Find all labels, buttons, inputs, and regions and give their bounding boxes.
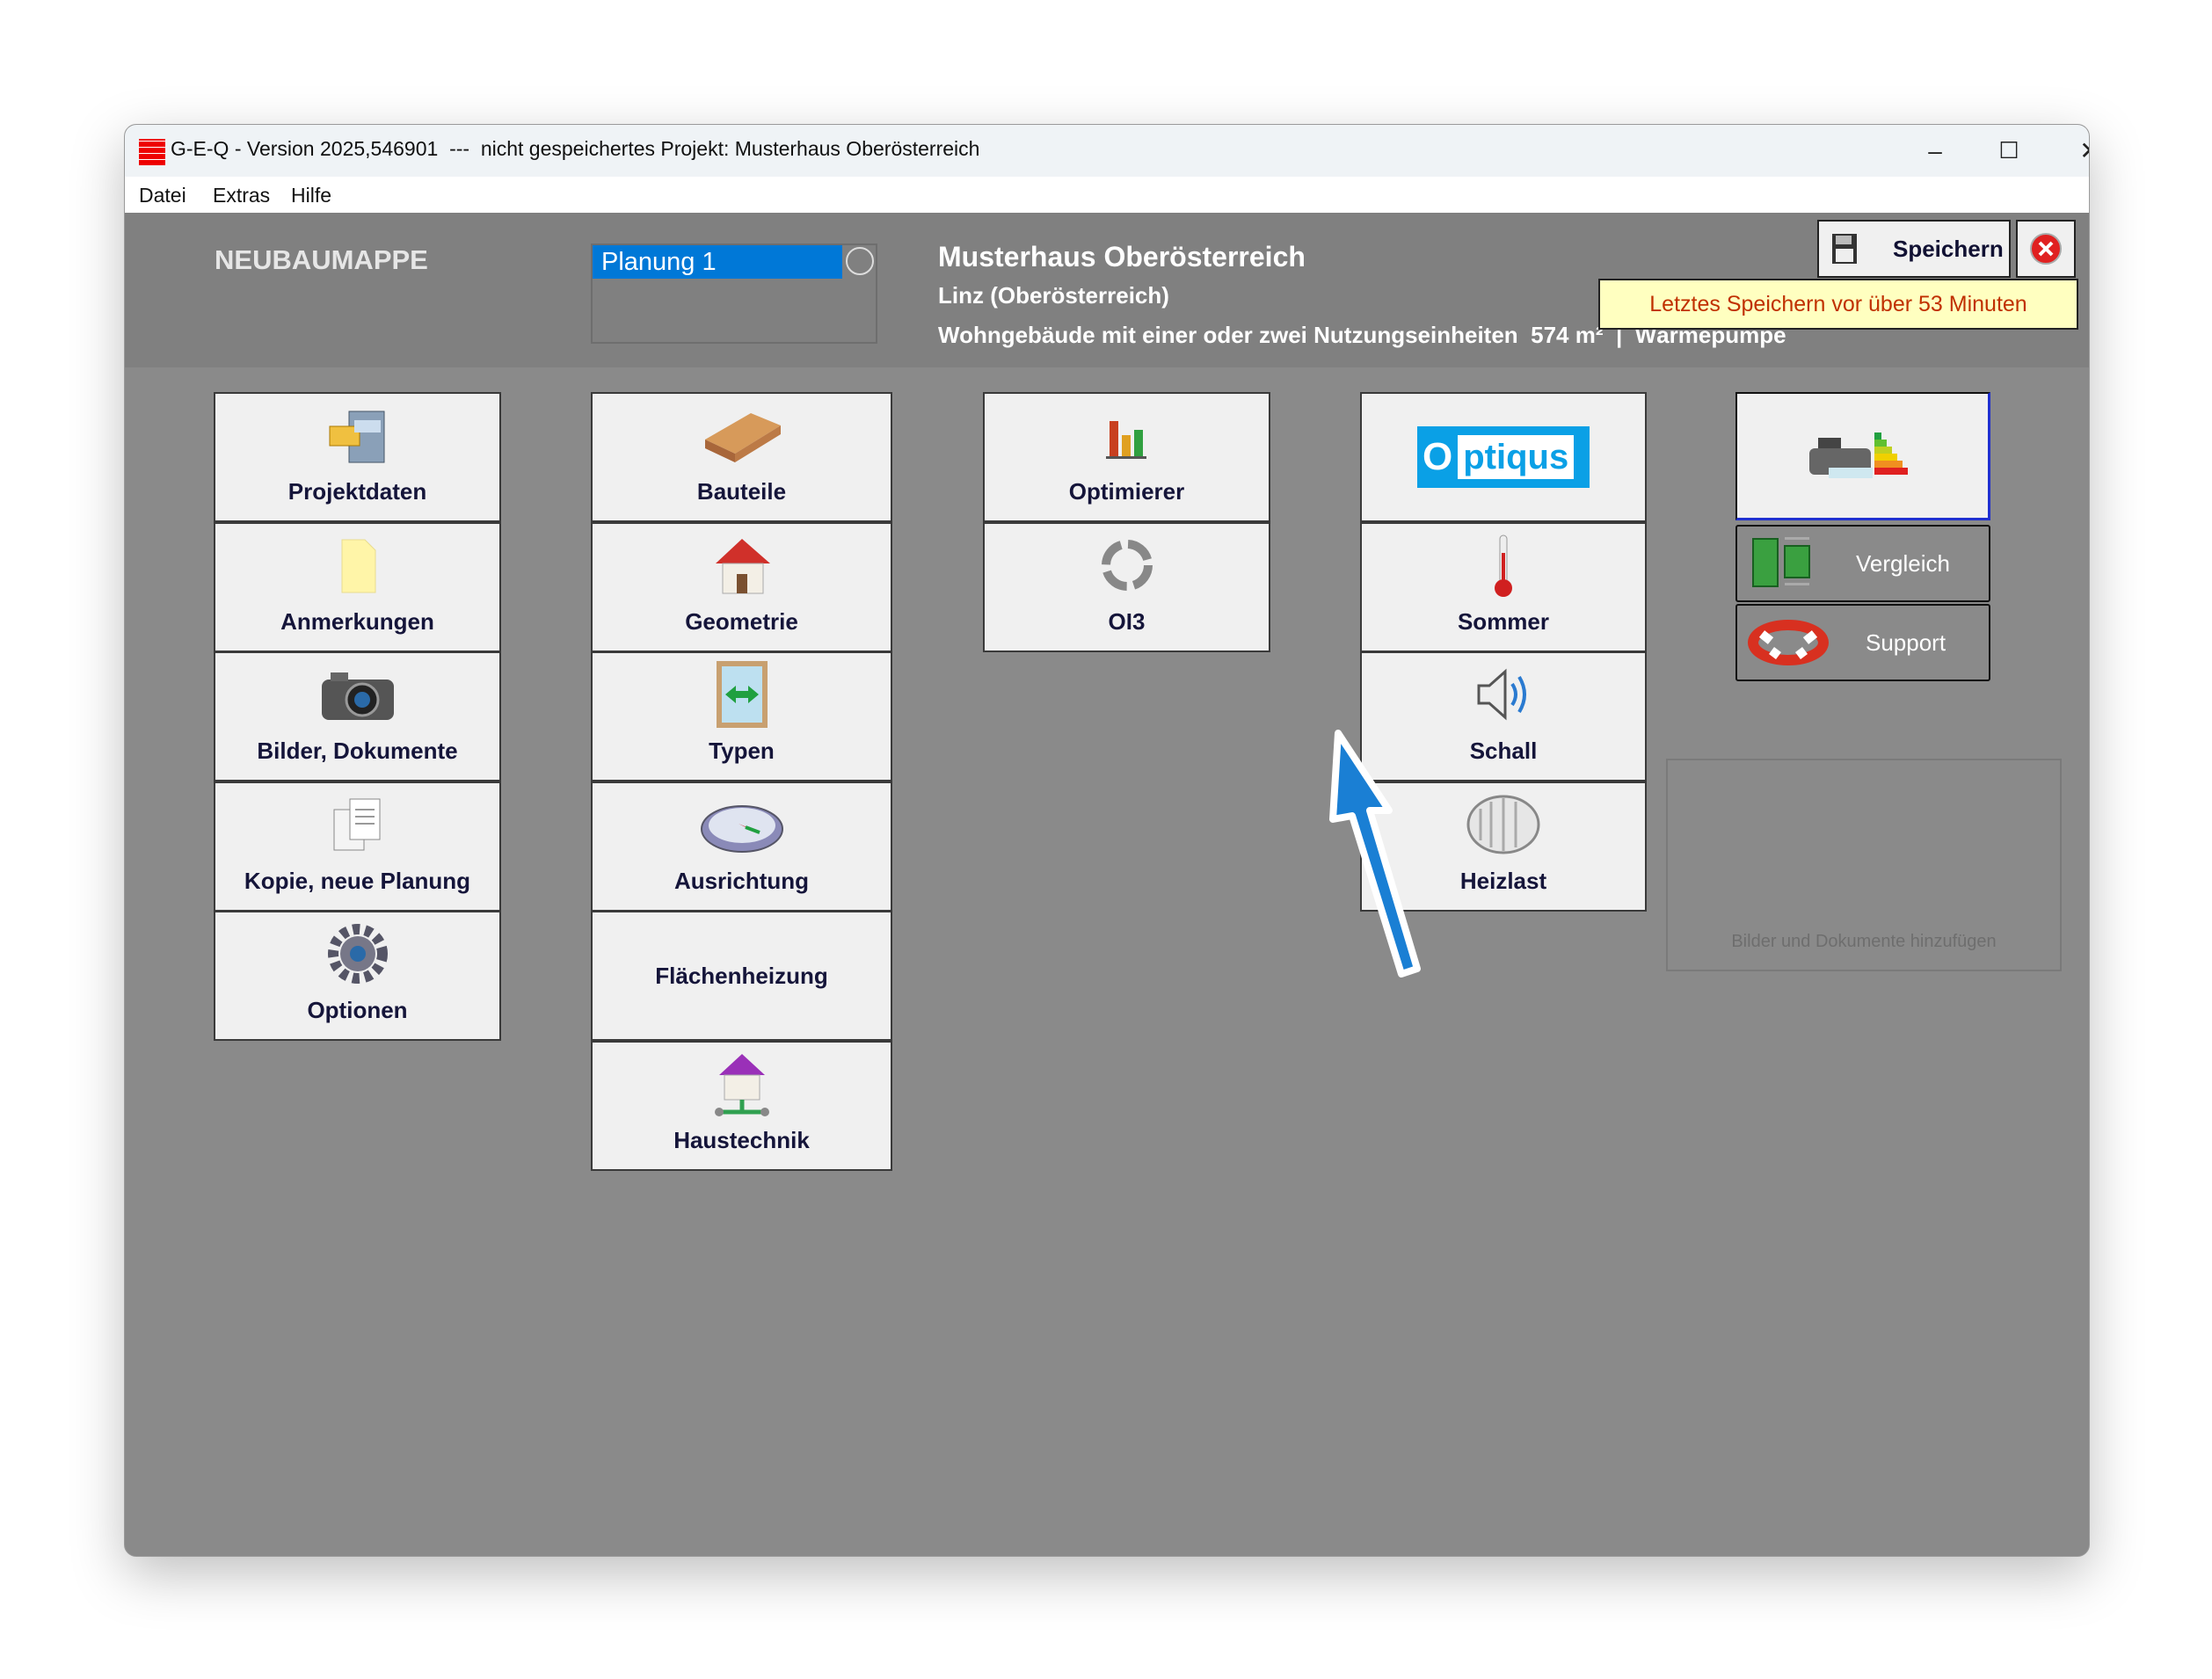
note-icon [341,539,375,593]
floppy-disk-icon [1832,234,1857,264]
sommer-button[interactable]: Sommer [1360,522,1647,652]
bar-chart-icon [1105,421,1146,459]
button-label: Optionen [307,997,408,1023]
plan-list[interactable]: Planung 1 [591,243,877,344]
anmerkungen-button[interactable]: Anmerkungen [214,522,501,652]
optionen-button[interactable]: Optionen [214,911,501,1041]
window-type-icon [716,661,768,728]
add-files-dropzone[interactable]: Bilder und Dokumente hinzufügen [1666,759,2062,971]
speaker-icon [1477,668,1526,721]
kopie-neue-planung-button[interactable]: Kopie, neue Planung [214,781,501,912]
vergleich-label: Vergleich [1856,549,1950,577]
minimize-button[interactable]: – [1928,136,1942,164]
plan-item[interactable]: Planung 1 [593,245,842,279]
menu-extras[interactable]: Extras [213,184,271,207]
button-label: Bilder, Dokumente [257,738,458,764]
button-label: OI3 [1108,608,1146,635]
brick-icon [704,413,781,462]
button-label: Sommer [1457,608,1550,635]
window-title: G-E-Q - Version 2025,546901 --- nicht ge… [171,137,980,160]
button-label: Haustechnik [673,1127,810,1153]
schall-button[interactable]: Schall [1360,651,1647,781]
printer-energy-label-icon [1808,432,1908,478]
menu-bar: Datei Extras Hilfe [125,177,2089,213]
save-tooltip: Letztes Speichern vor über 53 Minuten [1598,279,2078,330]
copy-documents-icon [333,798,380,851]
button-label: Geometrie [685,608,798,635]
flaechenheizung-button[interactable]: Flächenheizung [591,911,892,1041]
button-label: Typen [709,738,775,764]
optimierer-button[interactable]: Optimierer [983,392,1270,522]
print-energy-certificate-button[interactable] [1735,392,1990,520]
pointer-arrow-icon [1329,730,1421,978]
file-cabinet-icon [329,411,384,463]
vergleich-button[interactable]: Vergleich [1735,525,1990,602]
typen-button[interactable]: Typen [591,651,892,781]
bilder-dokumente-button[interactable]: Bilder, Dokumente [214,651,501,781]
menu-hilfe[interactable]: Hilfe [291,184,332,207]
folder-title: NEUBAUMAPPE [215,244,428,275]
support-button[interactable]: Support [1735,604,1990,681]
button-label: Heizlast [1459,868,1547,894]
dropzone-label: Bilder und Dokumente hinzufügen [1731,932,1997,951]
camera-icon [321,672,394,720]
oi3-button[interactable]: OI3 [983,522,1270,652]
recycle-icon [1101,540,1153,591]
plan-radio-icon[interactable] [846,247,874,275]
app-window: G-E-Q - Version 2025,546901 --- nicht ge… [124,124,2090,1557]
project-header: NEUBAUMAPPE Planung 1 Musterhaus Oberöst… [125,213,2089,367]
optiqus-logo: O ptiqus [1417,426,1590,488]
lifebuoy-icon [1748,620,1829,665]
maximize-button[interactable]: ☐ [1998,137,2019,164]
button-label: Flächenheizung [655,962,828,989]
close-project-button[interactable] [2016,220,2076,278]
button-label: Ausrichtung [673,868,810,894]
button-label: Kopie, neue Planung [244,868,471,894]
button-label: Optimierer [1068,478,1185,505]
heizlast-button[interactable]: Heizlast [1360,781,1647,912]
button-label: Schall [1469,738,1538,764]
support-label: Support [1866,629,1946,656]
close-window-button[interactable]: ✕ [2050,125,2089,177]
house-technics-icon [714,1054,769,1116]
save-label: Speichern [1893,235,2004,262]
ausrichtung-button[interactable]: Ausrichtung [591,781,892,912]
optiqus-button[interactable]: O ptiqus [1360,392,1647,522]
title-bar: G-E-Q - Version 2025,546901 --- nicht ge… [125,125,2089,177]
compare-icon [1752,537,1810,587]
gear-icon [327,924,388,984]
compass-icon [700,805,783,853]
menu-datei[interactable]: Datei [139,184,186,207]
project-name: Musterhaus Oberösterreich [938,241,1306,273]
button-label: Projektdaten [287,478,427,505]
button-label: Bauteile [696,478,787,505]
project-location: Linz (Oberösterreich) [938,282,1169,309]
projektdaten-button[interactable]: Projektdaten [214,392,501,522]
close-icon [2030,233,2062,265]
haustechnik-button[interactable]: Haustechnik [591,1041,892,1171]
thermometer-icon [1495,534,1512,597]
save-button[interactable]: Speichern [1817,220,2011,278]
thermostat-valve-icon [1466,795,1540,854]
geometrie-button[interactable]: Geometrie [591,522,892,652]
bauteile-button[interactable]: Bauteile [591,392,892,522]
house-icon [715,539,770,594]
button-label: Anmerkungen [280,608,434,635]
app-logo-icon [139,139,165,165]
